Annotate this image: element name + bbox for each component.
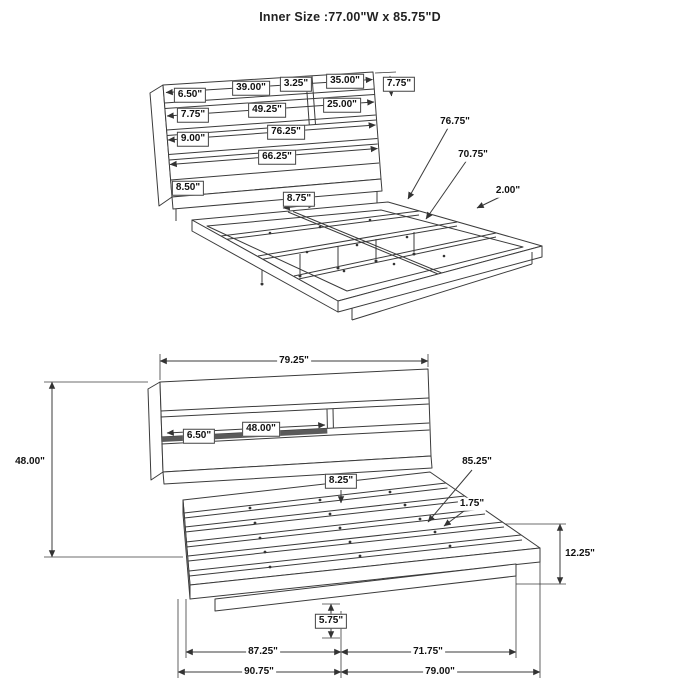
dim-label-overall-width-7925: 79.25" [277,354,311,368]
dim-label-row2-width-4925: 49.25" [248,102,286,118]
dim-label-deck-825: 8.25" [324,473,358,489]
dim-label-shelf-left-650: 6.50" [173,87,207,103]
dim-label-shelf-3500: 35.00" [326,73,364,89]
headboard-front-face [159,368,432,473]
dim-label-headboard-height-4800: 48.00" [13,455,47,469]
dim-label-shelf-height-650: 6.50" [182,428,216,444]
platform-left-face [182,499,191,600]
dim-label-platform-width-7900: 79.00" [423,665,457,679]
dim-label-shelf-width-4800: 48.00" [242,421,280,437]
dim-label-row4-width-6625: 66.25" [258,149,296,165]
platform-left-face [191,219,339,313]
dim-label-row3-height-900: 9.00" [176,131,210,147]
dim-label-slat-gap-875: 8.75" [282,191,316,207]
dim-label-inner-8725: 87.25" [246,645,280,659]
dim-label-row2-height-775: 7.75" [176,107,210,123]
dim-label-row3-width-7625: 76.25" [267,124,305,140]
headboard-legs [175,191,378,221]
headboard-bottom-rail [171,178,383,210]
dim-label-inner-7175: 71.75" [411,645,445,659]
screw-hole-dots-top [260,218,446,286]
platform-slats [183,482,523,577]
bottom-view-drawing [44,354,566,678]
dim-label-top-height-775: 7.75" [382,76,416,92]
dim-label-base-height-850: 8.50" [171,180,205,196]
platform-base [351,252,533,321]
dim-label-platform-height-1225: 12.25" [563,547,597,561]
dim-label-overall-depth-9075: 90.75" [242,665,276,679]
dim-label-divider-325: 3.25" [279,76,313,92]
dim-label-base-height-575: 5.75" [314,613,348,629]
dim-label-slat-length-7675: 76.75" [438,115,472,129]
dim-label-slat-thickness-175: 1.75" [457,497,487,511]
headboard-bottom-rail [162,455,433,485]
page-title: Inner Size :77.00"W x 85.75"D [259,10,441,24]
screw-hole-dots-bottom [248,490,452,569]
dim-label-row2-width-2500: 25.00" [323,97,361,113]
dim-label-inner-depth-8525: 85.25" [460,455,494,469]
dim-label-shelf-3900: 39.00" [232,80,270,96]
dim-label-inner-7075: 70.75" [456,148,490,162]
dim-label-rail-200: 2.00" [493,184,523,198]
platform-slats [220,210,497,281]
